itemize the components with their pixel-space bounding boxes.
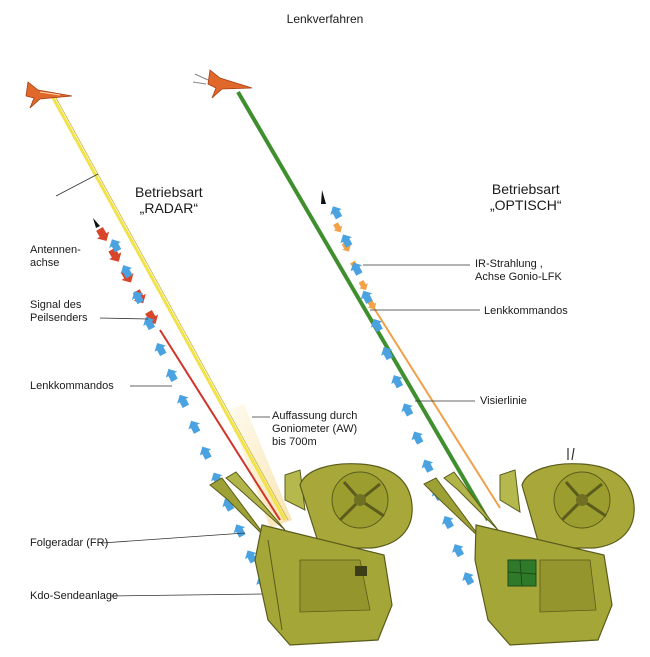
peilsender-signal-line	[159, 329, 281, 521]
ir-arrow	[358, 280, 368, 291]
ir-arrow	[333, 222, 343, 233]
command-arrow	[143, 317, 156, 331]
label-lenkkommandos-left: Lenkkommandos	[30, 380, 114, 392]
mode-optisch-heading: Betriebsart „OPTISCH“	[490, 181, 562, 213]
label-auffassung: Auffassung durch Goniometer (AW) bis 700…	[272, 410, 358, 448]
command-arrow	[462, 572, 475, 586]
command-arrow	[401, 403, 414, 417]
command-arrow	[244, 550, 257, 564]
signal-arrow	[108, 247, 122, 262]
label-visierlinie: Visierlinie	[480, 395, 527, 407]
vehicle-radar	[209, 463, 413, 646]
label-lenkkommandos-right: Lenkkommandos	[484, 305, 568, 317]
pointer-mark-left	[93, 218, 100, 228]
goniometer-acquisition-zone	[228, 404, 292, 528]
pointer-mark-right	[321, 190, 326, 204]
label-signal-peilsender: Signal des Peilsenders	[30, 299, 88, 324]
command-arrow	[411, 431, 424, 445]
command-arrow	[165, 368, 178, 383]
sight-line	[236, 90, 490, 522]
command-arrow	[421, 459, 434, 473]
command-arrow	[154, 342, 167, 357]
command-arrow	[452, 544, 465, 558]
ir-radiation-line	[371, 304, 501, 509]
command-arrow	[360, 290, 373, 304]
command-arrow	[370, 318, 383, 333]
command-arrow	[177, 394, 190, 408]
label-kdo-sendeanlage: Kdo-Sendeanlage	[30, 590, 119, 602]
signal-arrow	[96, 227, 110, 242]
command-arrow	[391, 375, 404, 389]
command-arrow	[131, 291, 144, 305]
label-folgeradar: Folgeradar (FR)	[30, 537, 109, 549]
command-arrow	[120, 265, 133, 279]
missile-left	[25, 81, 73, 109]
command-arrow	[350, 262, 363, 276]
command-arrow	[340, 234, 353, 248]
command-arrow	[381, 347, 393, 361]
command-arrow	[441, 515, 454, 530]
command-arrow	[199, 446, 212, 460]
label-antennenachse: Antennen- achse	[30, 244, 81, 269]
vehicle-optical	[423, 447, 635, 646]
command-arrow	[188, 420, 201, 434]
command-arrow	[109, 239, 122, 253]
diagram-title: Lenkverfahren	[286, 12, 364, 26]
command-arrow	[330, 206, 343, 220]
label-ir-strahlung: IR-Strahlung , Achse Gonio-LFK	[475, 258, 562, 283]
mode-radar-heading: Betriebsart „RADAR“	[135, 184, 203, 216]
missile-right	[192, 69, 253, 99]
antenna-axis-line	[50, 95, 287, 521]
leader-lines	[55, 173, 480, 597]
command-arrow	[233, 524, 246, 538]
